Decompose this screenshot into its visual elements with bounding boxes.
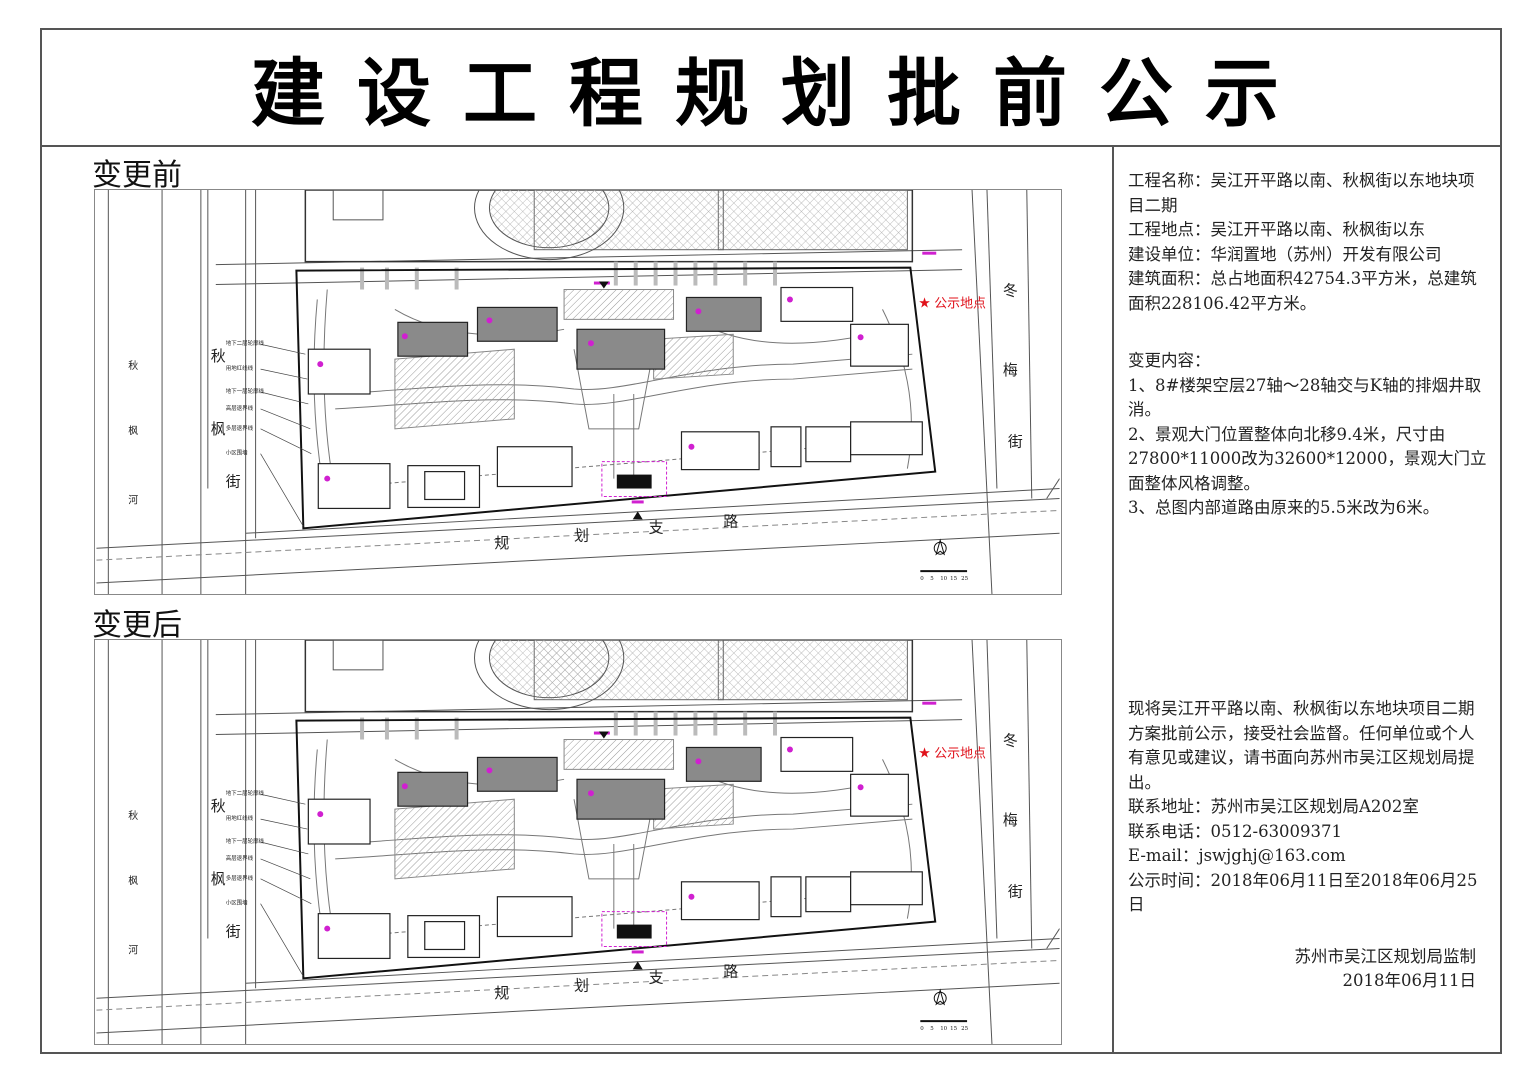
legend-item: 地下二层轮廓线 — [226, 339, 265, 347]
project-location: 工程地点：吴江开平路以南、秋枫街以东 — [1128, 220, 1425, 239]
legend-item: 小区围墙 — [226, 899, 248, 907]
legend-item: 地下一层轮廓线 — [226, 837, 265, 845]
building-area: 建筑面积：总占地面积42754.3平方米，总建筑面积228106.42平方米。 — [1128, 269, 1477, 313]
scale-tick: 10 — [940, 576, 947, 582]
river-label: 秋 — [128, 359, 138, 372]
river-label: 河 — [128, 944, 138, 956]
legend-item: 地下一层轮廓线 — [226, 387, 265, 395]
before-label: 变更前 — [92, 158, 182, 193]
entrance-marker-icon — [632, 961, 643, 970]
street-label: 枫 — [211, 420, 226, 438]
scale-tick: 10 — [940, 1026, 947, 1032]
issue-date: 2018年06月11日 — [1342, 971, 1476, 990]
plan-panel: 变更前 秋 枫 河 秋 枫 街 冬 梅 街 规 划 支 — [42, 145, 1112, 1054]
river-label: 枫 — [128, 874, 138, 887]
contact-phone: 联系电话：0512-63009371 — [1128, 821, 1343, 841]
legend-item: 多层退界线 — [226, 874, 254, 882]
road-label: 划 — [574, 976, 589, 994]
scale-tick: 0 — [920, 1026, 924, 1032]
street-label: 枫 — [211, 870, 226, 888]
signature: 苏州市吴江区规划局监制 2018年06月11日 — [1295, 945, 1477, 993]
street-label: 街 — [1008, 433, 1023, 451]
star-icon: ★ — [918, 745, 930, 761]
site-plan-drawing: 秋 枫 河 秋 枫 街 冬 梅 街 规 划 支 路 ★ — [95, 190, 1061, 594]
road-label: 规 — [494, 534, 509, 552]
changes-heading: 变更内容： — [1128, 351, 1211, 370]
legend-item: 高层退界线 — [226, 404, 254, 412]
notice-board: 建设工程规划批前公示 变更前 秋 枫 河 秋 枫 街 冬 梅 街 规 — [40, 28, 1502, 1054]
site-plan-after: 秋 枫 河 秋 枫 街 冬 梅 街 规 划 支 路 ★ — [94, 639, 1062, 1045]
river-label: 秋 — [128, 809, 138, 822]
scale-tick: 15 — [950, 1026, 957, 1032]
legend-item: 小区围墙 — [226, 449, 248, 457]
road-label: 路 — [723, 512, 738, 530]
road-label: 支 — [649, 968, 664, 986]
scale-tick: 15 — [950, 576, 957, 582]
legend-item: 多层退界线 — [226, 424, 254, 432]
road-label: 规 — [494, 984, 509, 1002]
scale-tick: 25 — [961, 1026, 968, 1032]
street-label: 秋 — [211, 797, 226, 815]
street-label: 梅 — [1003, 811, 1018, 829]
river-label: 枫 — [128, 424, 138, 437]
road-label: 支 — [649, 518, 664, 536]
notice-location-label: 公示地点 — [934, 746, 986, 761]
change-item: 3、总图内部道路由原来的5.5米改为6米。 — [1128, 498, 1440, 517]
notice-period: 公示时间：2018年06月11日至2018年06月25日 — [1128, 870, 1478, 915]
street-label: 冬 — [1003, 281, 1018, 299]
legend-item: 高层退界线 — [226, 854, 254, 862]
notice-location-label: 公示地点 — [934, 296, 986, 311]
change-list: 变更内容： 1、8#楼架空层27轴～28轴交与K轴的排烟井取消。 2、景观大门位… — [1128, 349, 1488, 521]
page-title: 建设工程规划批前公示 — [251, 51, 1311, 137]
street-label: 秋 — [211, 347, 226, 365]
star-icon: ★ — [918, 295, 930, 311]
street-label: 冬 — [1003, 731, 1018, 749]
project-info: 工程名称：吴江开平路以南、秋枫街以东地块项目二期 工程地点：吴江开平路以南、秋枫… — [1128, 169, 1488, 316]
road-label: 路 — [723, 962, 738, 980]
scale-tick: 5 — [930, 576, 934, 582]
site-plan-drawing: 秋 枫 河 秋 枫 街 冬 梅 街 规 划 支 路 ★ — [95, 640, 1061, 1044]
project-name: 工程名称：吴江开平路以南、秋枫街以东地块项目二期 — [1128, 171, 1475, 215]
after-label: 变更后 — [92, 608, 182, 643]
entrance-marker-icon — [632, 511, 643, 520]
contact-email: E-mail：jswjghj@163.com — [1128, 846, 1346, 865]
change-item: 2、景观大门位置整体向北移9.4米，尺寸由27800*11000改为32600*… — [1128, 424, 1487, 493]
title-row: 建设工程规划批前公示 — [42, 30, 1500, 147]
river-label: 河 — [128, 494, 138, 506]
legend-item: 用地红线线 — [226, 364, 254, 372]
street-label: 街 — [226, 923, 241, 941]
public-notice: 现将吴江开平路以南、秋枫街以东地块项目二期方案批前公示，接受社会监督。任何单位或… — [1128, 697, 1488, 918]
scale-tick: 0 — [920, 576, 924, 582]
street-label: 梅 — [1003, 361, 1018, 379]
road-label: 划 — [574, 526, 589, 544]
notice-text: 现将吴江开平路以南、秋枫街以东地块项目二期方案批前公示，接受社会监督。任何单位或… — [1128, 699, 1475, 792]
developer: 建设单位：华润置地（苏州）开发有限公司 — [1128, 244, 1442, 264]
site-plan-before: 秋 枫 河 秋 枫 街 冬 梅 街 规 划 支 路 ★ — [94, 189, 1062, 595]
street-label: 街 — [226, 473, 241, 491]
issuing-org: 苏州市吴江区规划局监制 — [1294, 947, 1477, 966]
info-panel: 工程名称：吴江开平路以南、秋枫街以东地块项目二期 工程地点：吴江开平路以南、秋枫… — [1112, 145, 1502, 1054]
change-item: 1、8#楼架空层27轴～28轴交与K轴的排烟井取消。 — [1128, 375, 1482, 420]
scale-tick: 25 — [961, 576, 968, 582]
legend-item: 地下二层轮廓线 — [226, 789, 265, 797]
contact-address: 联系地址：苏州市吴江区规划局A202室 — [1128, 797, 1419, 816]
scale-tick: 5 — [930, 1026, 934, 1032]
legend-item: 用地红线线 — [226, 814, 254, 822]
street-label: 街 — [1008, 883, 1023, 901]
